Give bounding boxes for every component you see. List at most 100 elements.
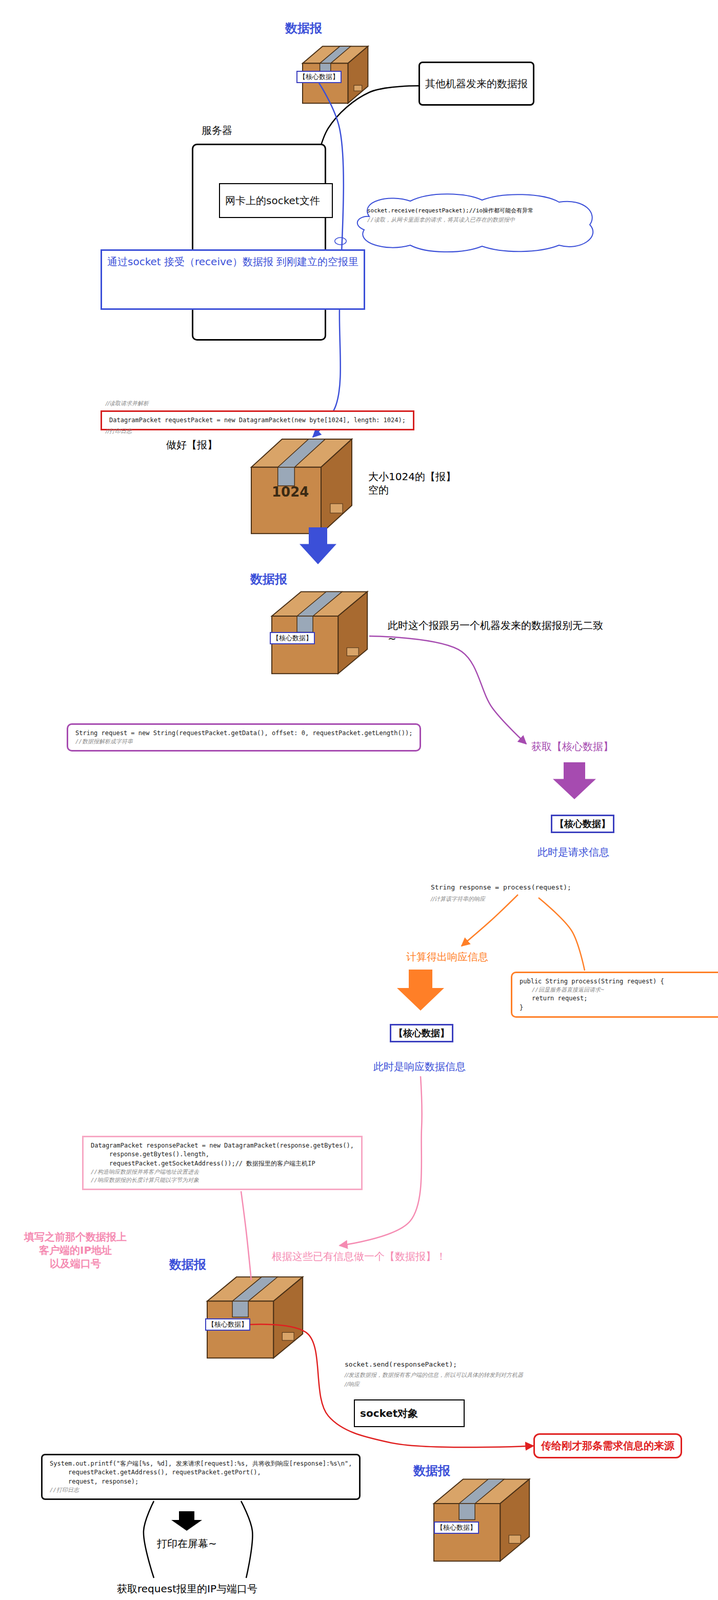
annotation: 此时是请求信息 xyxy=(537,845,610,859)
code-note: socket.send(responsePacket); xyxy=(344,1360,457,1369)
package-handle xyxy=(508,1534,521,1544)
down-arrow xyxy=(552,762,596,800)
code-note: //计算该字符串的响应 xyxy=(430,895,486,903)
code-note: //响应 xyxy=(344,1380,360,1388)
annotation: 做好【报】 xyxy=(166,437,218,452)
code-line: //读取，从网卡里面拿的请求，将其读入已存在的数据报中 xyxy=(367,215,582,225)
package-tape xyxy=(296,591,343,616)
packet-heading: 数据报 xyxy=(250,571,288,588)
node-text: 【核心数据】 xyxy=(207,1319,248,1329)
code-cloud: socket.receive(requestPacket);//io操作都可能会… xyxy=(348,190,601,255)
package-handle xyxy=(346,647,359,656)
code-line: return request; xyxy=(519,993,711,1003)
annotation: 根据这些已有信息做一个【数据报】！ xyxy=(271,1249,447,1263)
core-data-box: 【核心数据】 xyxy=(205,1318,251,1331)
core-data-box: 【核心数据】 xyxy=(389,1023,454,1043)
leader-curve xyxy=(241,1500,253,1578)
down-arrow xyxy=(299,527,337,565)
packet-heading: 数据报 xyxy=(413,1462,451,1479)
core-data-box: 【核心数据】 xyxy=(269,631,315,645)
code-note: String response = process(request); xyxy=(430,883,572,892)
package-tape xyxy=(232,1300,249,1317)
packet-heading: 数据报 xyxy=(285,20,323,37)
package-handle xyxy=(330,503,343,513)
node-text: 【核心数据】 xyxy=(554,817,611,830)
code-box: String request = new String(requestPacke… xyxy=(66,723,422,752)
code-box: public String process(String request) {/… xyxy=(510,971,718,1018)
annotation: 填写之前那个数据报上 客户端的IP地址 以及端口号 xyxy=(18,1229,133,1270)
package-tape xyxy=(320,46,351,64)
code-line: socket.receive(requestPacket);//io操作都可能会… xyxy=(367,206,582,216)
socket-object-box: socket对象 xyxy=(353,1399,465,1427)
package-front xyxy=(302,63,348,104)
node-text: 【核心数据】 xyxy=(436,1522,477,1532)
annotation: 获取【核心数据】 xyxy=(531,739,614,753)
package-handle xyxy=(353,85,363,91)
code-line: public String process(String request) { xyxy=(519,976,711,986)
socket-file-box: 网卡上的socket文件 xyxy=(218,183,333,218)
package-illustration xyxy=(207,1276,303,1358)
code-line: requestPacket.getSocketAddress());// 数据报… xyxy=(90,1159,354,1168)
node-text: 网卡上的socket文件 xyxy=(225,193,327,208)
code-box: DatagramPacket responsePacket = new Data… xyxy=(82,1135,363,1190)
node-text: 其他机器发来的数据报 xyxy=(425,76,528,91)
code-line: request, response); xyxy=(49,1477,352,1486)
package-side xyxy=(273,1276,303,1358)
node-text: 【核心数据】 xyxy=(272,633,313,643)
code-line: //构造响应数据报并将客户端地址设置进去 xyxy=(90,1167,354,1176)
code-note: //读取请求并解析 xyxy=(105,400,149,408)
code-line: //回显服务器直接返回请求~ xyxy=(519,985,711,994)
package-tape xyxy=(277,467,295,486)
cloud-bubble xyxy=(334,237,347,245)
code-line: System.out.printf("客户端[%s, %d], 发来请求[req… xyxy=(49,1459,352,1468)
annotation: 大小1024的【报】 空的 xyxy=(368,469,461,497)
code-box: DatagramPacket requestPacket = new Datag… xyxy=(100,410,415,431)
package-front xyxy=(251,467,322,534)
code-note: //发送数据报，数据报有客户端的信息，所以可以具体的转发到对方机器 xyxy=(344,1371,524,1379)
annotation: 此时是响应数据信息 xyxy=(373,1059,466,1073)
package-tape xyxy=(232,1276,278,1301)
leader-curve xyxy=(143,1500,154,1578)
packet-1024: 1024 xyxy=(251,436,354,538)
package-side xyxy=(321,439,352,534)
orange-curve xyxy=(538,897,585,971)
server-heading: 服务器 xyxy=(201,123,233,138)
code-line: //响应数据报的长度计算只能以字节为对象 xyxy=(90,1175,354,1185)
node-text: 通过socket 接受（receive）数据报 到刚建立的空报里 xyxy=(107,254,359,269)
source-box: 其他机器发来的数据报 xyxy=(418,61,535,106)
packet-heading: 数据报 xyxy=(169,1256,207,1273)
code-line: String request = new String(requestPacke… xyxy=(75,728,413,738)
package-handle xyxy=(282,1331,294,1341)
package-tape xyxy=(459,1503,475,1520)
code-note: //打印日志 xyxy=(105,427,132,435)
package-side xyxy=(337,591,368,674)
code-line: } xyxy=(519,1003,711,1012)
code-box: System.out.printf("客户端[%s, %d], 发来请求[req… xyxy=(41,1453,361,1500)
node-text: 【核心数据】 xyxy=(298,72,339,82)
core-data-box: 【核心数据】 xyxy=(433,1521,480,1534)
annotation: 获取request报里的IP与端口号 xyxy=(116,1581,258,1595)
package-front xyxy=(271,615,338,674)
package-tape xyxy=(296,615,313,632)
node-text: 【核心数据】 xyxy=(393,1026,450,1040)
package-illustration xyxy=(433,1478,530,1561)
node-text: 传给刚才那条需求信息的来源 xyxy=(541,1438,675,1453)
code-line: response.getBytes().length, xyxy=(90,1149,354,1159)
connector xyxy=(250,1323,534,1447)
callout-box: 传给刚才那条需求信息的来源 xyxy=(533,1432,683,1459)
code-line: requestPacket.getAddress(), requestPacke… xyxy=(49,1467,352,1477)
core-data-box: 【核心数据】 xyxy=(296,70,342,84)
code-line: DatagramPacket requestPacket = new Datag… xyxy=(109,415,406,425)
package-tape xyxy=(277,439,326,468)
node-text: socket对象 xyxy=(360,1406,459,1421)
annotation: 计算得出响应信息 xyxy=(406,949,489,964)
note-box: 通过socket 接受（receive）数据报 到刚建立的空报里 xyxy=(100,249,366,310)
node-text: 1024 xyxy=(271,484,354,500)
down-arrow xyxy=(396,969,445,1011)
annotation: 此时这个报跟另一个机器发来的数据报别无二致~ xyxy=(387,618,542,646)
server-box: 服务器网卡上的socket文件socket对象 xyxy=(191,143,327,341)
cloud-shape xyxy=(357,193,593,252)
code-line: //打印日志 xyxy=(49,1485,352,1494)
pink-curve xyxy=(241,1190,252,1281)
